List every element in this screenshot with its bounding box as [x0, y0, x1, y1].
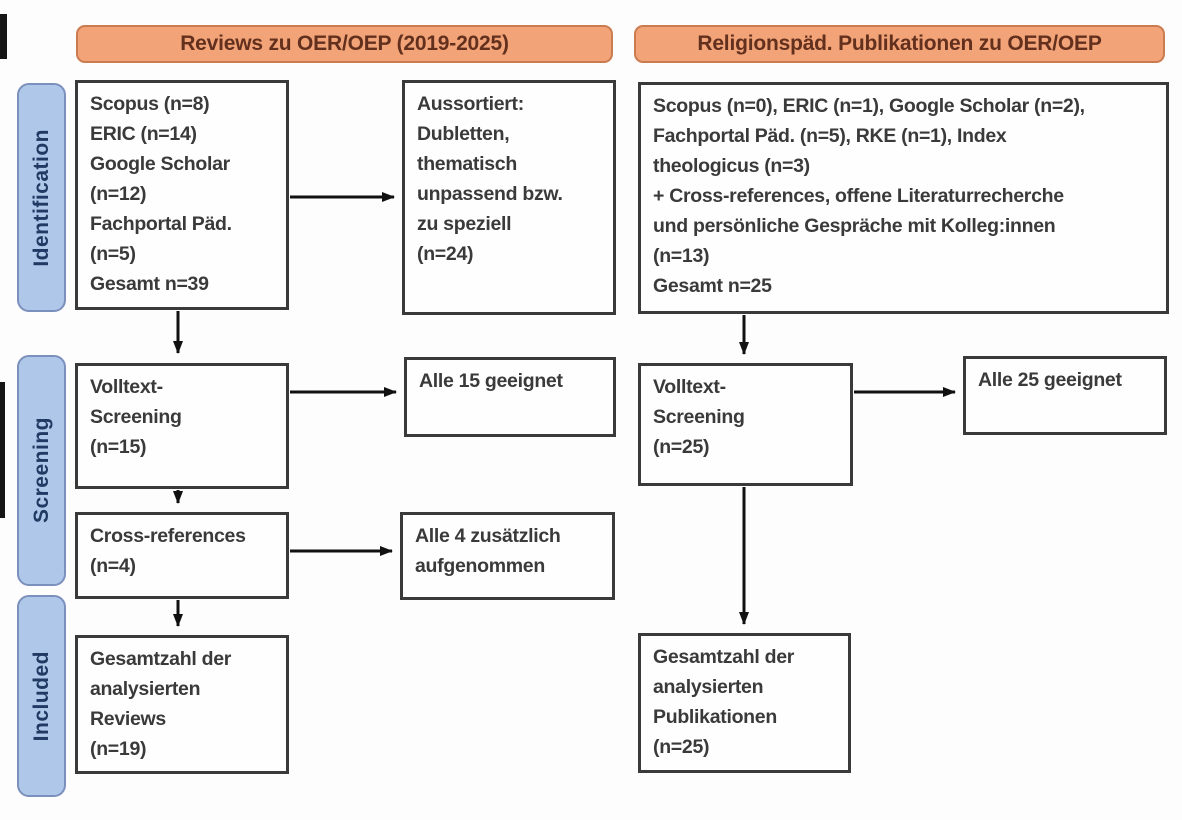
header-publications-column: Religionspäd. Publikationen zu OER/OEP — [634, 25, 1165, 63]
header-reviews-column: Reviews zu OER/OEP (2019-2025) — [76, 25, 613, 63]
box-reviews-fulltext-result: Alle 15 geeignet — [404, 357, 616, 437]
box-publications-fulltext-result: Alle 25 geeignet — [963, 356, 1167, 435]
stage-label-included-text: Included — [29, 650, 53, 742]
box-publications-sources: Scopus (n=0), ERIC (n=1), Google Scholar… — [638, 82, 1169, 314]
stage-label-identification-text: Identification — [29, 128, 53, 267]
box-reviews-excluded: Aussortiert: Dubletten, thematisch unpas… — [402, 80, 616, 315]
stage-label-identification: Identification — [17, 83, 66, 312]
box-reviews-fulltext-screening: Volltext- Screening (n=15) — [75, 363, 289, 489]
box-publications-fulltext-screening: Volltext- Screening (n=25) — [638, 363, 853, 486]
box-reviews-crossref-result: Alle 4 zusätzlich aufgenommen — [400, 512, 615, 600]
box-reviews-sources: Scopus (n=8) ERIC (n=14) Google Scholar … — [75, 80, 289, 310]
scan-artifact — [0, 382, 5, 518]
box-publications-included-total: Gesamtzahl der analysierten Publikatione… — [638, 633, 851, 773]
stage-label-screening-text: Screening — [29, 417, 53, 524]
box-reviews-included-total: Gesamtzahl der analysierten Reviews (n=1… — [75, 635, 289, 774]
box-reviews-crossreferences: Cross-references (n=4) — [75, 512, 289, 599]
scan-artifact — [0, 14, 7, 59]
stage-label-screening: Screening — [17, 355, 66, 586]
stage-label-included: Included — [17, 595, 66, 797]
